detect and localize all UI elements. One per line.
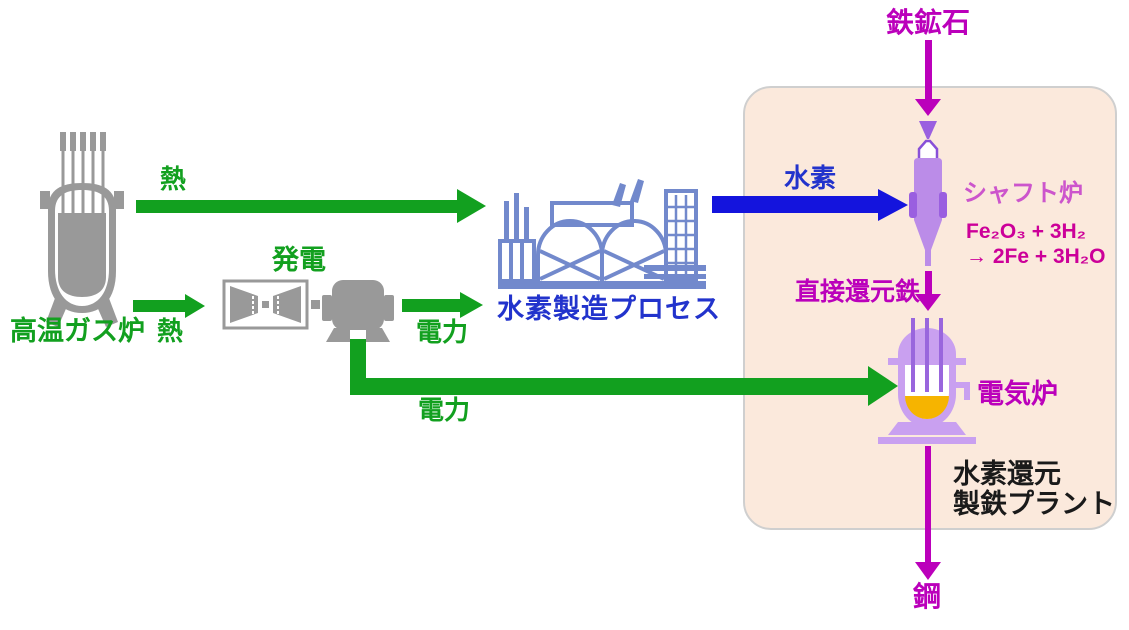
power-right-label: 電力 [416,317,469,347]
dri-arrow-head-icon [915,294,941,311]
heat-arrow-bottom-head-icon [185,294,205,318]
power-bottom-label: 電力 [418,395,471,425]
plant-caption-line1: 水素還元 [953,459,1061,489]
hydrogen-plant-icon [498,179,706,289]
steel-arrow [925,446,931,563]
heat-arrow-top-head-icon [457,189,486,223]
dri-arrow [925,271,932,295]
iron-ore-arrow [925,40,932,100]
dri-label: 直接還元鉄 [795,278,921,306]
shaft-furnace-label: シャフト炉 [963,180,1083,207]
power-generation-label: 発電 [272,245,326,275]
power-pipe-horizontal [350,378,868,395]
htgr-label: 高温ガス炉 [10,316,145,346]
hydrogen-arrow [712,196,878,213]
shaft-coupling-icon [311,300,320,309]
hydrogen-label: 水素 [784,163,837,193]
plant-caption-line2: 製鉄プラント [953,489,1115,519]
electric-furnace-icon [878,318,976,444]
power-arrow-right-head-icon [460,292,483,318]
heat-arrow-top [136,200,457,213]
heat-top-label: 熱 [160,164,187,194]
turbine-icon [222,279,309,330]
hydrogen-arrow-head-icon [878,189,908,221]
iron-ore-arrow-head-icon [915,99,941,116]
generator-icon [322,280,394,342]
heat-bottom-label: 熱 [157,316,184,346]
shaft-furnace-icon [909,121,947,266]
hydrogen-process-label: 水素製造プロセス [497,294,721,324]
reduction-equation-line1: Fe₂O₃ + 3H₂ [966,220,1086,243]
power-arrow-right [402,299,460,312]
heat-arrow-bottom [133,300,185,312]
steel-label: 鋼 [913,581,942,612]
reduction-equation-line2: → 2Fe + 3H₂O [966,245,1106,268]
electric-furnace-label: 電気炉 [977,379,1058,409]
power-pipe-head-icon [868,366,898,406]
htgr-reactor-icon [40,132,124,327]
steel-arrow-head-icon [915,562,941,580]
iron-ore-label: 鉄鉱石 [886,7,971,38]
